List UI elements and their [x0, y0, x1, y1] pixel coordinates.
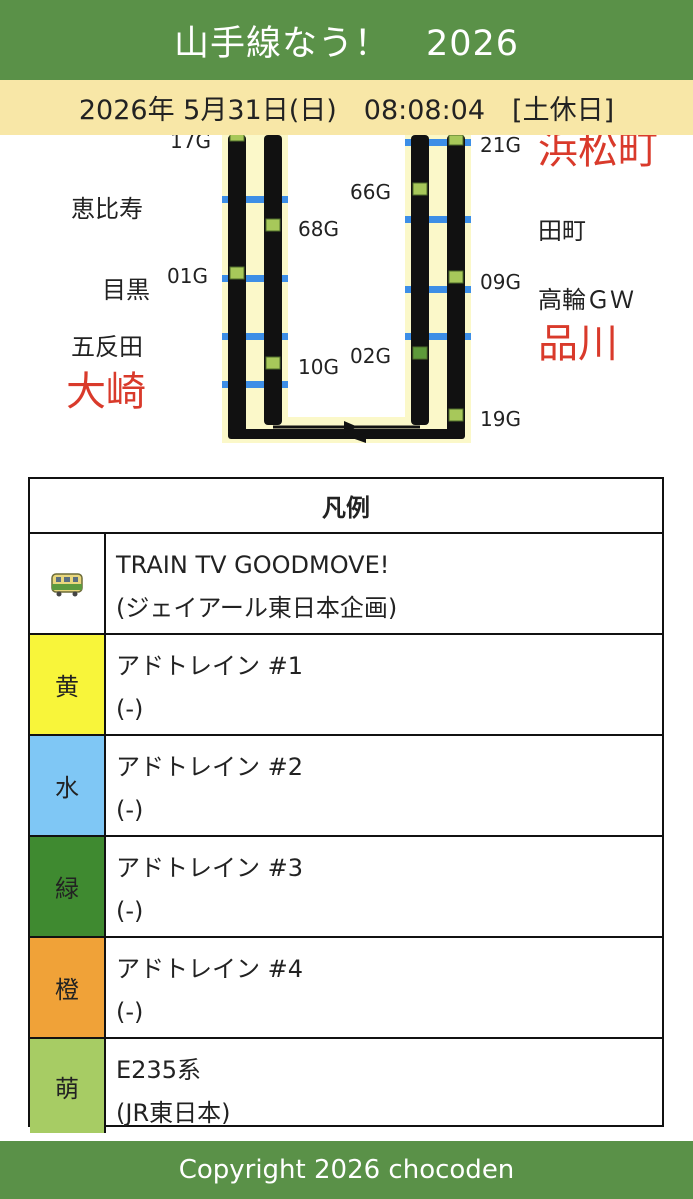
train-car-66G	[412, 182, 428, 196]
station-marker	[222, 381, 288, 388]
legend-name: アドトレイン #3	[116, 854, 304, 882]
datetime-bar: 2026年 5月31日(日) 08:08:04 [土休日]	[0, 80, 693, 135]
train-car-21G	[448, 135, 464, 146]
page-title: 山手線なう！ 2026	[173, 23, 520, 64]
station-marker	[222, 196, 288, 203]
track-left-outer	[228, 135, 246, 435]
station-marker	[222, 333, 288, 340]
legend-swatch-green: 緑	[30, 837, 106, 936]
app-header: 山手線なう！ 2026	[0, 0, 693, 80]
track-right-outer	[447, 135, 465, 435]
station-marker	[405, 333, 471, 340]
station-gotanda: 五反田	[71, 333, 143, 361]
legend-owner: (-)	[116, 998, 144, 1026]
station-osaki: 大崎	[66, 369, 146, 415]
station-marker	[222, 275, 288, 282]
train-label: 19G	[480, 407, 521, 431]
legend-name: アドトレイン #2	[116, 753, 304, 781]
station-hamamatsucho: 浜松町	[538, 135, 658, 173]
train-label: 17G	[170, 135, 211, 153]
legend-name: アドトレイン #1	[116, 652, 304, 680]
station-takanawa-gateway: 高輪ＧＷ	[538, 286, 634, 314]
track-bottom-outer	[228, 429, 465, 439]
legend-name: TRAIN TV GOODMOVE!	[116, 551, 390, 579]
station-marker	[405, 216, 471, 223]
datetime-text: 2026年 5月31日(日) 08:08:04 [土休日]	[78, 95, 615, 126]
train-car-68G	[265, 218, 281, 232]
legend-table: 凡例 TRAIN TV GOODMOVE! (ジェイアール東日本企画) 黄 アド…	[28, 477, 664, 1133]
legend-owner: (-)	[116, 695, 144, 723]
train-label: 21G	[480, 135, 521, 157]
legend-swatch-moe: 萌	[30, 1039, 106, 1133]
legend-owner: (-)	[116, 796, 144, 824]
train-label: 02G	[350, 344, 391, 368]
track-right-inner	[411, 135, 429, 425]
train-car-19G	[448, 408, 464, 422]
train-label: 10G	[298, 355, 339, 379]
station-tamachi: 田町	[538, 217, 586, 245]
legend-name: アドトレイン #4	[116, 955, 304, 983]
station-marker	[405, 139, 471, 146]
station-ebisu: 恵比寿	[71, 195, 143, 223]
legend-row: 水 アドトレイン #2 (-)	[30, 736, 662, 837]
legend-swatch-orange: 橙	[30, 938, 106, 1037]
train-car-09G	[448, 270, 464, 284]
train-car-10G	[265, 356, 281, 370]
train-label: 68G	[298, 217, 339, 241]
train-car-02G	[412, 346, 428, 360]
legend-row: 橙 アドトレイン #4 (-)	[30, 938, 662, 1039]
legend-owner: (ジェイアール東日本企画)	[116, 594, 398, 622]
legend-swatch-yellow: 黄	[30, 635, 106, 734]
direction-arrow-left	[352, 433, 366, 443]
legend-row: TRAIN TV GOODMOVE! (ジェイアール東日本企画)	[30, 534, 662, 635]
train-icon	[51, 572, 83, 596]
legend-row: 黄 アドトレイン #1 (-)	[30, 635, 662, 736]
legend-title: 凡例	[30, 479, 662, 534]
train-car-17G	[229, 135, 245, 142]
train-cars	[229, 135, 464, 422]
track-diagram	[222, 135, 471, 443]
legend-name: E235系	[116, 1056, 201, 1084]
copyright-text: Copyright 2026 chocoden	[178, 1155, 515, 1185]
legend-row: 萌 E235系 (JR東日本)	[30, 1039, 662, 1133]
station-shinagawa: 品川	[538, 321, 618, 367]
station-meguro: 目黒	[102, 276, 150, 304]
direction-arrow-right	[344, 421, 358, 433]
station-markers	[222, 139, 471, 388]
legend-swatch-aqua: 水	[30, 736, 106, 835]
app-footer: Copyright 2026 chocoden	[0, 1141, 693, 1199]
legend-owner: (JR東日本)	[116, 1099, 231, 1127]
train-label: 66G	[350, 180, 391, 204]
legend-swatch-train	[30, 534, 106, 633]
legend-row: 緑 アドトレイン #3 (-)	[30, 837, 662, 938]
legend-owner: (-)	[116, 897, 144, 925]
train-label: 01G	[167, 264, 208, 288]
track-left-inner	[264, 135, 282, 425]
line-map: 恵比寿 目黒 五反田 大崎 浜松町 田町 高輪ＧＷ 品川 17G 68G 01G…	[0, 135, 693, 465]
train-label: 09G	[480, 270, 521, 294]
train-car-01G	[229, 266, 245, 280]
station-marker	[405, 286, 471, 293]
